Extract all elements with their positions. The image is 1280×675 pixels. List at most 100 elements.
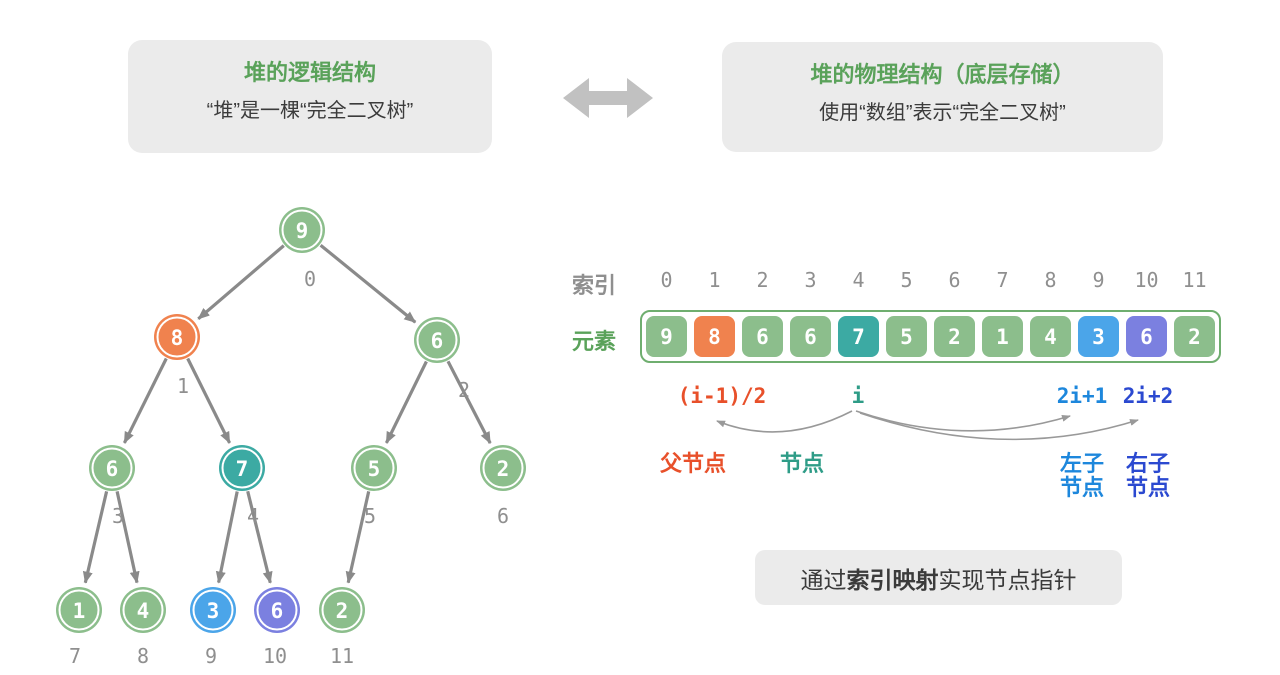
- array-cell: 6: [1126, 316, 1167, 357]
- tree-node-index: 10: [263, 644, 287, 668]
- index-mapping-arrows: [716, 410, 1139, 441]
- tree-node-index: 6: [497, 504, 509, 528]
- array-index: 6: [948, 268, 961, 292]
- tree-edge: [122, 357, 168, 444]
- tree-node-index: 3: [112, 504, 124, 528]
- tree-edge: [319, 243, 417, 324]
- tree-node-1: 8 1: [154, 314, 200, 398]
- array-index: 3: [804, 268, 817, 292]
- tree-edge: [197, 244, 285, 321]
- right-child-label-line2: 节点: [1125, 475, 1171, 500]
- tree-node-index: 4: [247, 504, 259, 528]
- right-child-label: 右子 节点: [1126, 452, 1170, 500]
- array-cell: 4: [1030, 316, 1071, 357]
- tree-node-value: 2: [336, 599, 349, 623]
- tree-edge: [384, 360, 428, 444]
- tree-node-11: 2 11: [319, 587, 365, 668]
- left-child-label-line2: 节点: [1059, 475, 1105, 500]
- array-index: 0: [660, 268, 673, 292]
- left-child-label: 左子 节点: [1060, 452, 1104, 500]
- tree-edge: [215, 491, 239, 584]
- array-cell: 7: [838, 316, 879, 357]
- index-mapping-caption: 通过索引映射实现节点指针: [755, 550, 1122, 605]
- array-index: 11: [1182, 268, 1207, 292]
- arrow-to-right-child-index: [859, 412, 1139, 441]
- array-index: 2: [756, 268, 769, 292]
- tree-node-value: 1: [73, 599, 86, 623]
- array-cell: 6: [790, 316, 831, 357]
- tree-node-index: 9: [205, 644, 217, 668]
- tree-node-value: 6: [271, 599, 284, 623]
- tree-node-2: 6 2: [414, 317, 470, 402]
- tree-node-value: 6: [431, 329, 444, 353]
- tree-edge: [345, 491, 371, 584]
- array-cell: 6: [742, 316, 783, 357]
- array-index: 5: [900, 268, 913, 292]
- physical-structure-title: 堆的物理结构（底层存储）: [810, 62, 1075, 87]
- array-index: 9: [1092, 268, 1105, 292]
- tree-node-0: 9 0: [279, 207, 325, 291]
- tree-node-value: 5: [368, 457, 381, 481]
- parent-node-label: 父节点: [659, 451, 727, 476]
- tree-node-9: 3 9: [190, 587, 236, 668]
- array-index-label: 索引: [572, 273, 617, 298]
- caption-prefix: 通过: [800, 566, 847, 593]
- tree-node-value: 2: [497, 457, 510, 481]
- array-index-row: 0 1 2 3 4 5 6 7 8 9 10 11: [646, 268, 1215, 292]
- double-arrow-icon: [563, 78, 653, 118]
- tree-node-5: 5 5: [351, 445, 397, 528]
- tree-node-3: 6 3: [89, 445, 135, 528]
- node-index-formula: i: [851, 384, 865, 408]
- node-label: 节点: [779, 451, 825, 476]
- left-child-index-formula: 2i+1: [1056, 384, 1108, 408]
- tree-node-index: 5: [364, 504, 376, 528]
- tree-node-index: 8: [137, 644, 149, 668]
- tree-edge: [186, 357, 232, 444]
- logical-structure-subtitle: “堆”是一棵“完全二叉树”: [206, 100, 414, 122]
- tree-node-value: 6: [106, 457, 119, 481]
- tree-node-index: 11: [330, 644, 354, 668]
- right-child-index-formula: 2i+2: [1122, 384, 1174, 408]
- tree-edge: [446, 360, 492, 444]
- array-cell: 2: [934, 316, 975, 357]
- parent-index-formula: (i-1)/2: [677, 384, 767, 408]
- tree-edge: [82, 491, 109, 584]
- tree-node-7: 1 7: [56, 587, 102, 668]
- caption-highlight: 索引映射: [846, 566, 939, 593]
- array-cell: 1: [982, 316, 1023, 357]
- array-element-label: 元素: [572, 329, 617, 354]
- array-cell: 5: [886, 316, 927, 357]
- tree-edge: [246, 490, 273, 584]
- logical-structure-title: 堆的逻辑结构: [243, 60, 376, 85]
- array-index: 7: [996, 268, 1009, 292]
- array-index: 4: [852, 268, 865, 292]
- array-index: 10: [1134, 268, 1159, 292]
- tree-node-value: 9: [296, 219, 309, 243]
- arrow-to-parent-index: [716, 410, 853, 433]
- physical-structure-box: 堆的物理结构（底层存储） 使用“数组”表示“完全二叉树”: [722, 42, 1163, 152]
- array-cell: 8: [694, 316, 735, 357]
- logical-structure-box: 堆的逻辑结构 “堆”是一棵“完全二叉树”: [128, 40, 492, 153]
- tree-node-index: 2: [458, 378, 470, 402]
- tree-node-value: 3: [207, 599, 220, 623]
- heap-array: 9 8 6 6 7 5 2 1 4 3 6 2: [640, 310, 1221, 363]
- tree-node-index: 0: [304, 267, 316, 291]
- right-child-label-line1: 右子: [1125, 451, 1171, 476]
- physical-structure-subtitle: 使用“数组”表示“完全二叉树”: [819, 102, 1066, 124]
- tree-node-10: 6 10: [254, 587, 300, 668]
- array-cell: 9: [646, 316, 687, 357]
- tree-node-6: 2 6: [480, 445, 526, 528]
- tree-node-4: 7 4: [219, 445, 265, 528]
- tree-edges: [82, 243, 492, 584]
- arrow-to-left-child-index: [855, 410, 1071, 432]
- tree-edge: [115, 491, 140, 584]
- array-cell: 2: [1174, 316, 1215, 357]
- caption-suffix: 实现节点指针: [938, 566, 1077, 593]
- tree-node-8: 4 8: [120, 587, 166, 668]
- array-cell: 3: [1078, 316, 1119, 357]
- tree-node-index: 7: [69, 644, 81, 668]
- array-index: 8: [1044, 268, 1057, 292]
- tree-node-value: 8: [171, 326, 184, 350]
